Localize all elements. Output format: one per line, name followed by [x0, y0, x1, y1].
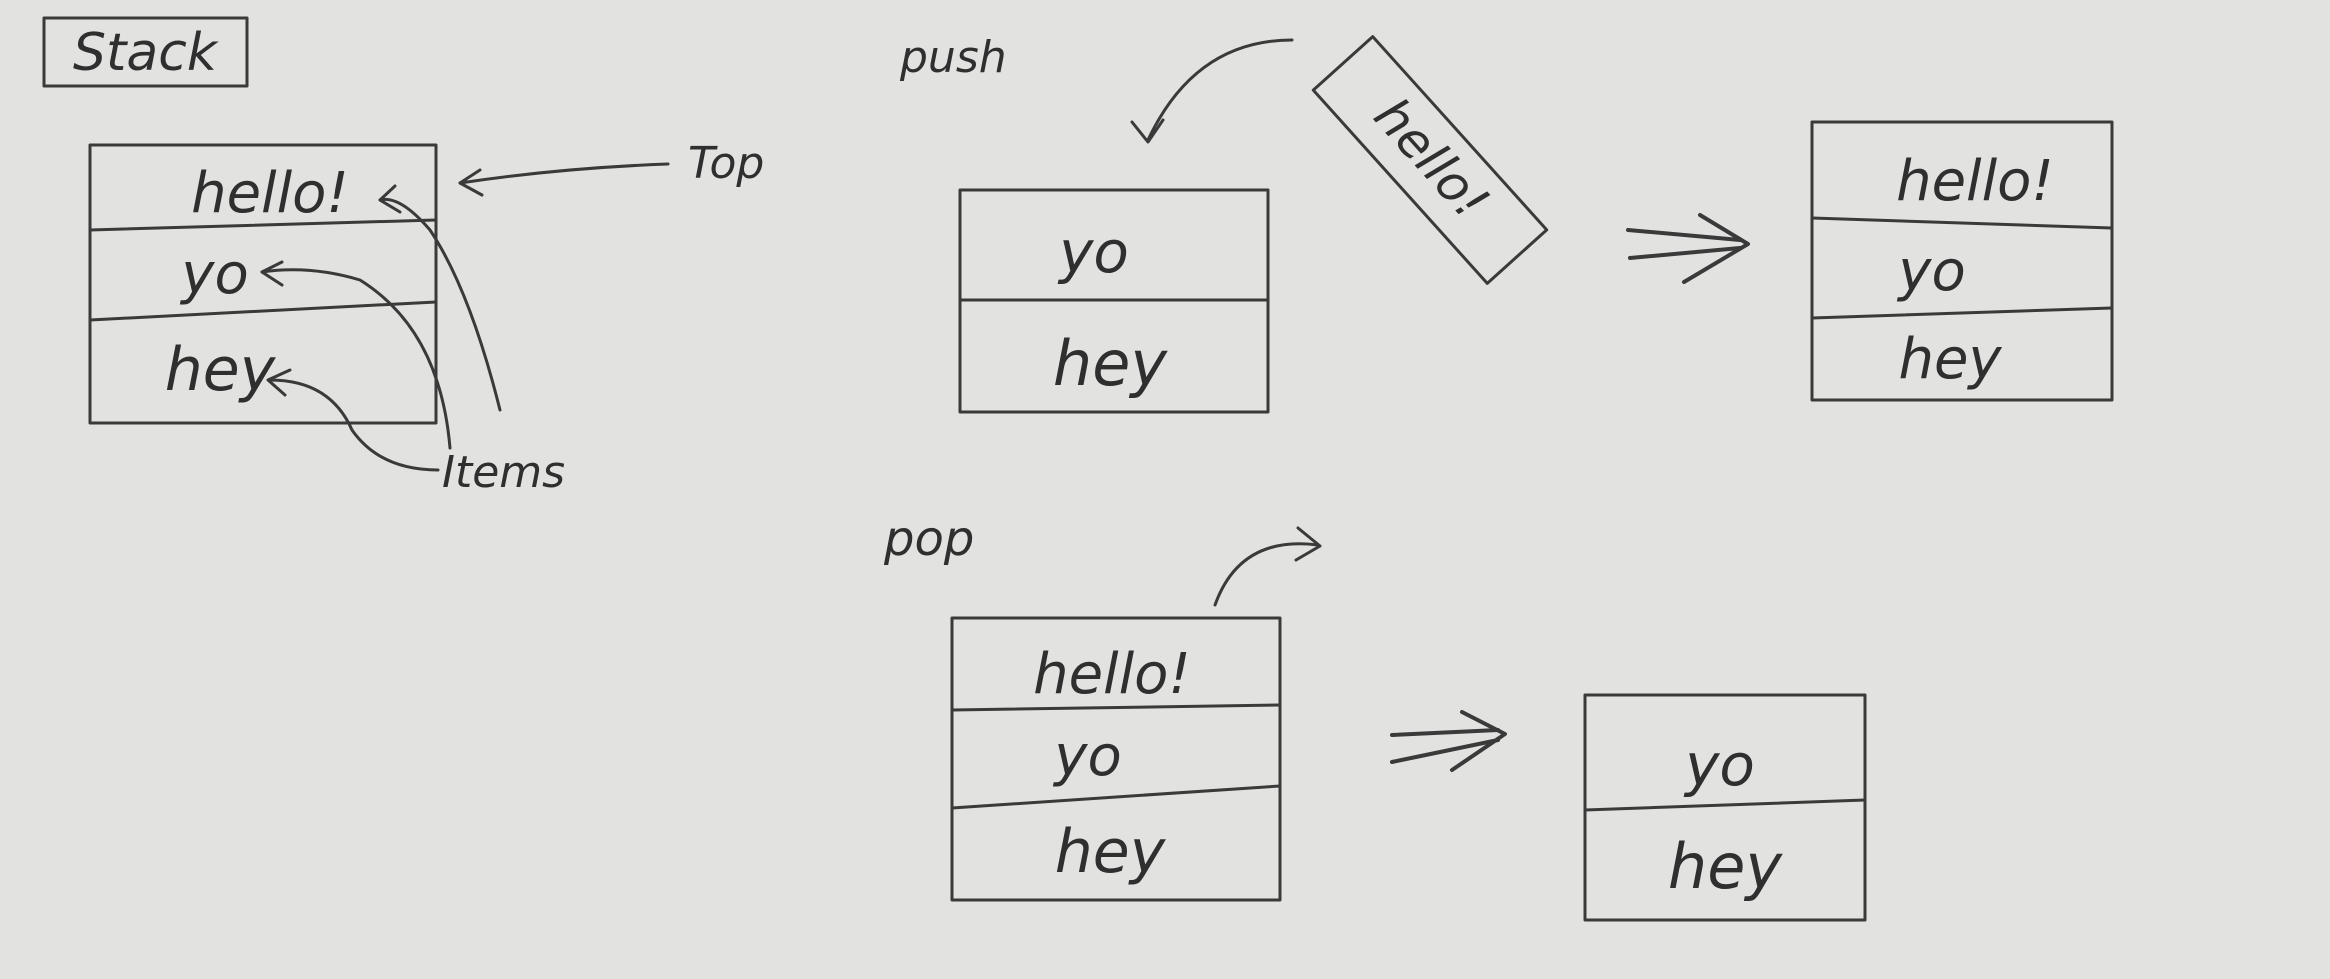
- push-after-cell-3: hey: [1898, 327, 2002, 392]
- definition-cell-2: yo: [179, 242, 248, 307]
- top-arrow-head: [458, 168, 484, 197]
- pop-before-cell-2: yo: [1052, 724, 1121, 789]
- push-implies-arrow: [1626, 213, 1750, 284]
- pop-implies-arrow: [1390, 710, 1507, 772]
- push-before-stack: yo hey: [958, 188, 1270, 414]
- items-label: Items: [442, 447, 565, 498]
- push-after-stack: hello! yo hey: [1810, 120, 2114, 402]
- stack-title-text: Stack: [73, 23, 219, 83]
- pop-before-stack: hello! yo hey: [950, 616, 1282, 902]
- pop-after-stack: yo hey: [1583, 693, 1867, 922]
- push-item-text: hello!: [1363, 87, 1500, 231]
- pop-arrow-head: [1294, 526, 1322, 562]
- stack-title: Stack: [42, 16, 249, 88]
- push-after-cell-1: hello!: [1896, 149, 2054, 214]
- top-label: Top: [688, 138, 764, 189]
- pop-after-cell-2: hey: [1668, 830, 1783, 903]
- pop-label: pop: [883, 511, 974, 567]
- push-after-cell-2: yo: [1896, 239, 1965, 304]
- definition-cell-3: hey: [165, 335, 277, 405]
- push-item-box: hello!: [1311, 35, 1549, 285]
- push-before-cell-2: hey: [1053, 327, 1168, 400]
- pop-after-cell-1: yo: [1683, 731, 1755, 799]
- push-before-cell-1: yo: [1057, 218, 1129, 286]
- push-arrow-head: [1130, 118, 1165, 144]
- pop-before-cell-3: hey: [1055, 817, 1167, 887]
- pop-arrow: [1213, 542, 1320, 607]
- items-annotation: Items: [260, 184, 565, 498]
- push-arrow: [1146, 38, 1294, 142]
- pop-before-cell-1: hello!: [1033, 642, 1191, 707]
- push-label: push: [899, 32, 1007, 83]
- definition-cell-1: hello!: [191, 161, 349, 226]
- top-annotation: Top: [458, 138, 764, 197]
- definition-stack: hello! yo hey: [88, 143, 438, 425]
